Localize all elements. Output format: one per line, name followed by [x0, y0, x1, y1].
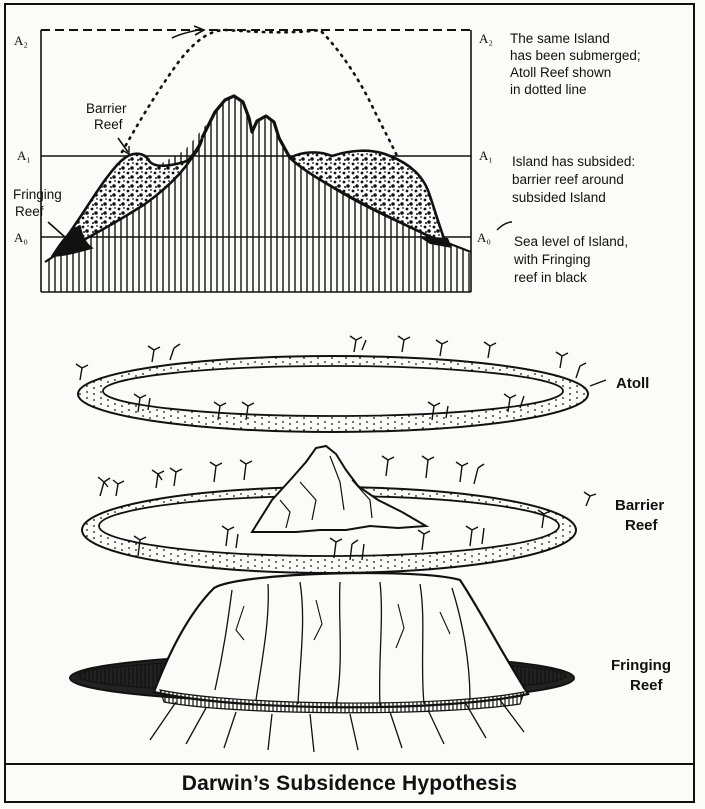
- barrier-stage-label-line1: Barrier: [615, 497, 664, 514]
- barrier-stage: [81, 444, 597, 574]
- barrier-island-ridges: [279, 455, 373, 529]
- note-a2-line3: Atoll Reef shown: [510, 65, 611, 80]
- atoll-stage: [75, 335, 607, 433]
- note-a2-line4: in dotted line: [510, 82, 587, 97]
- sea-level-pointer: [496, 221, 513, 231]
- fringing-reef-black: [50, 224, 94, 257]
- barrier-reef-right-mass: [288, 149, 448, 246]
- level-a0-right-label: A₀: [477, 230, 491, 245]
- barrier-palms: [97, 455, 597, 561]
- caption-bar: Darwin’s Subsidence Hypothesis: [4, 763, 695, 803]
- fringing-reef-right-black: [418, 236, 452, 248]
- barrier-stage-label-line2: Reef: [625, 517, 659, 534]
- figure-caption: Darwin’s Subsidence Hypothesis: [181, 772, 518, 795]
- atoll-stage-label: Atoll: [616, 375, 649, 392]
- note-a0-line1: Sea level of Island,: [514, 234, 628, 249]
- fringing-reef-label-line2: Reef: [15, 204, 44, 219]
- note-a0-line2: with Fringing: [513, 252, 591, 267]
- atoll-dotted-outline: [120, 28, 400, 160]
- barrier-reef-label-line2: Reef: [94, 117, 123, 132]
- barrier-reef-label-line1: Barrier: [86, 101, 127, 116]
- fringing-reef-pointer: [47, 221, 67, 239]
- note-a2-line1: The same Island: [510, 31, 610, 46]
- cone-shoreline-band: [159, 689, 525, 714]
- barrier-reef-pointer: [117, 137, 129, 153]
- outer-frame: [4, 3, 695, 803]
- barrier-island-peak: [250, 444, 430, 533]
- level-a1-right-label: A₁: [479, 148, 493, 163]
- cone-ridge-branches: [235, 599, 451, 649]
- fringing-stage: [69, 571, 575, 753]
- note-a2-line2: has been submerged;: [510, 48, 641, 63]
- island-outline: [200, 94, 292, 159]
- note-a0-line3: reef in black: [514, 270, 587, 285]
- cone-roots: [149, 699, 525, 753]
- atoll-palms: [75, 335, 587, 421]
- note-a1-line3: subsided Island: [512, 190, 606, 205]
- cross-section-diagram: A₂ A₂ A₁ A₁ A₀ A₀ Barrier Reef Fringing …: [13, 25, 641, 293]
- atoll-label-pointer: [589, 379, 607, 387]
- barrier-reef-left-mass: [58, 138, 204, 248]
- level-a1-left-label: A₁: [17, 148, 31, 163]
- note-a1-line2: barrier reef around: [512, 172, 624, 187]
- level-a2-right-label: A₂: [479, 31, 493, 46]
- atoll-ring-inner: [102, 365, 564, 417]
- island-hatched-core: [45, 97, 471, 292]
- fringing-reef-label-line1: Fringing: [13, 187, 62, 202]
- note-a1-line1: Island has subsided:: [512, 154, 635, 169]
- atoll-arrow-head: [193, 25, 206, 36]
- fringing-stage-label-line2: Reef: [630, 677, 664, 694]
- atoll-arrow: [171, 29, 199, 39]
- fringing-stage-label-line1: Fringing: [611, 657, 671, 674]
- cone-ridges: [214, 581, 471, 707]
- level-a0-left-label: A₀: [14, 230, 28, 245]
- island-cone: [152, 571, 530, 709]
- barrier-reef-pointer-head: [121, 146, 130, 156]
- level-a2-left-label: A₂: [14, 33, 28, 48]
